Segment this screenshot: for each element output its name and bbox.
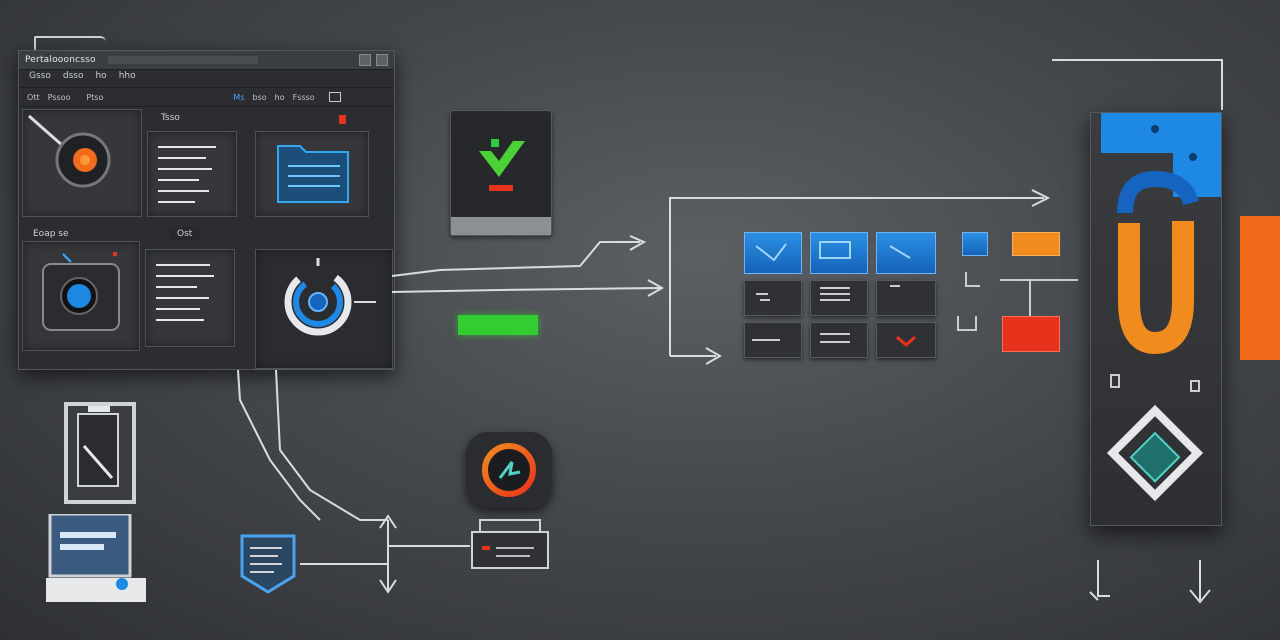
- grid-tile-dark-5[interactable]: [810, 322, 868, 358]
- save-icon[interactable]: [328, 92, 341, 102]
- window-title: Pertaloooncsso: [25, 55, 96, 65]
- small-blue-square[interactable]: [962, 232, 988, 256]
- grid-tile-dark-6[interactable]: [876, 322, 936, 358]
- small-orange-square[interactable]: [1012, 232, 1060, 256]
- window-tab-flap: [34, 36, 106, 52]
- toolbar-item-2[interactable]: Pssoo: [47, 92, 71, 102]
- panel-document-top[interactable]: [147, 131, 237, 217]
- text-lines-bottom: [156, 264, 224, 330]
- router-tile[interactable]: [470, 518, 550, 572]
- menu-item-3[interactable]: ho: [95, 71, 107, 81]
- grid-tile-dark-2[interactable]: [810, 280, 868, 316]
- toolbar-item-6[interactable]: ho: [274, 92, 285, 102]
- app-icon-tile[interactable]: [450, 110, 552, 236]
- title-bar: Pertaloooncsso: [19, 51, 394, 70]
- toolbar-item-4[interactable]: Ms: [233, 92, 245, 102]
- toolbar-item-7[interactable]: Fssso: [292, 92, 315, 102]
- chevron-down-icon: [896, 335, 916, 348]
- grid-tile-dark-3[interactable]: [876, 280, 936, 316]
- section-label-bottom-left: Eoap se: [33, 229, 69, 239]
- toolbar-item-3[interactable]: Ptso: [86, 92, 104, 102]
- tower-logo-icon: [1101, 113, 1221, 502]
- shield-tile[interactable]: [238, 532, 298, 594]
- laptop-icon: [46, 512, 146, 602]
- folder-document-icon: [277, 145, 349, 203]
- menu-item-2[interactable]: dsso: [62, 71, 84, 81]
- toolbar-item-5[interactable]: bso: [252, 92, 267, 102]
- panel-folder[interactable]: [255, 131, 369, 217]
- door-icon: [77, 406, 119, 487]
- status-green-bar: [458, 315, 538, 335]
- toolbar-item-1[interactable]: Ott: [27, 92, 40, 102]
- small-connectors: [957, 272, 1078, 331]
- camera-icon: [42, 252, 120, 331]
- laptop-tile[interactable]: [46, 512, 146, 604]
- menu-item-4[interactable]: hho: [118, 71, 136, 81]
- minimize-button[interactable]: [359, 54, 371, 66]
- panel-document-bottom[interactable]: [145, 249, 235, 347]
- grid-tile-dark-1[interactable]: [744, 280, 802, 316]
- menu-item-1[interactable]: Gsso: [29, 71, 51, 81]
- title-bar-fill: [107, 56, 258, 64]
- small-red-square[interactable]: [1002, 316, 1060, 352]
- document-shield-icon: [240, 534, 296, 594]
- section-label-top: Tsso: [161, 113, 180, 123]
- menu-bar: Gsso dsso ho hho: [29, 71, 136, 85]
- gradient-ring-icon: [482, 443, 536, 497]
- grid-tile-blue-1[interactable]: [744, 232, 802, 274]
- door-tile[interactable]: [64, 402, 136, 504]
- orange-edge-bar: [1240, 216, 1280, 360]
- section-label-bottom-right: Ost: [169, 227, 201, 241]
- grid-glyphs: [752, 241, 911, 343]
- tower-logo-panel: [1090, 112, 1222, 526]
- camera-lens-icon: [28, 114, 111, 188]
- text-lines: [158, 146, 226, 212]
- main-window: Pertaloooncsso Gsso dsso ho hho Ott Psso…: [18, 50, 395, 370]
- green-check-icon: [451, 139, 551, 235]
- toolbar: Ott Pssoo Ptso Ms bso ho Fssso: [19, 87, 394, 107]
- circle-app-tile[interactable]: [466, 432, 552, 508]
- panel-camera[interactable]: [22, 241, 140, 351]
- gear-ring-icon: [284, 258, 376, 336]
- alert-indicator: [339, 115, 346, 124]
- grid-tile-blue-3[interactable]: [876, 232, 936, 274]
- router-icon: [471, 519, 549, 569]
- panel-lens[interactable]: [22, 109, 142, 217]
- panel-gear[interactable]: [255, 249, 393, 369]
- close-button[interactable]: [376, 54, 388, 66]
